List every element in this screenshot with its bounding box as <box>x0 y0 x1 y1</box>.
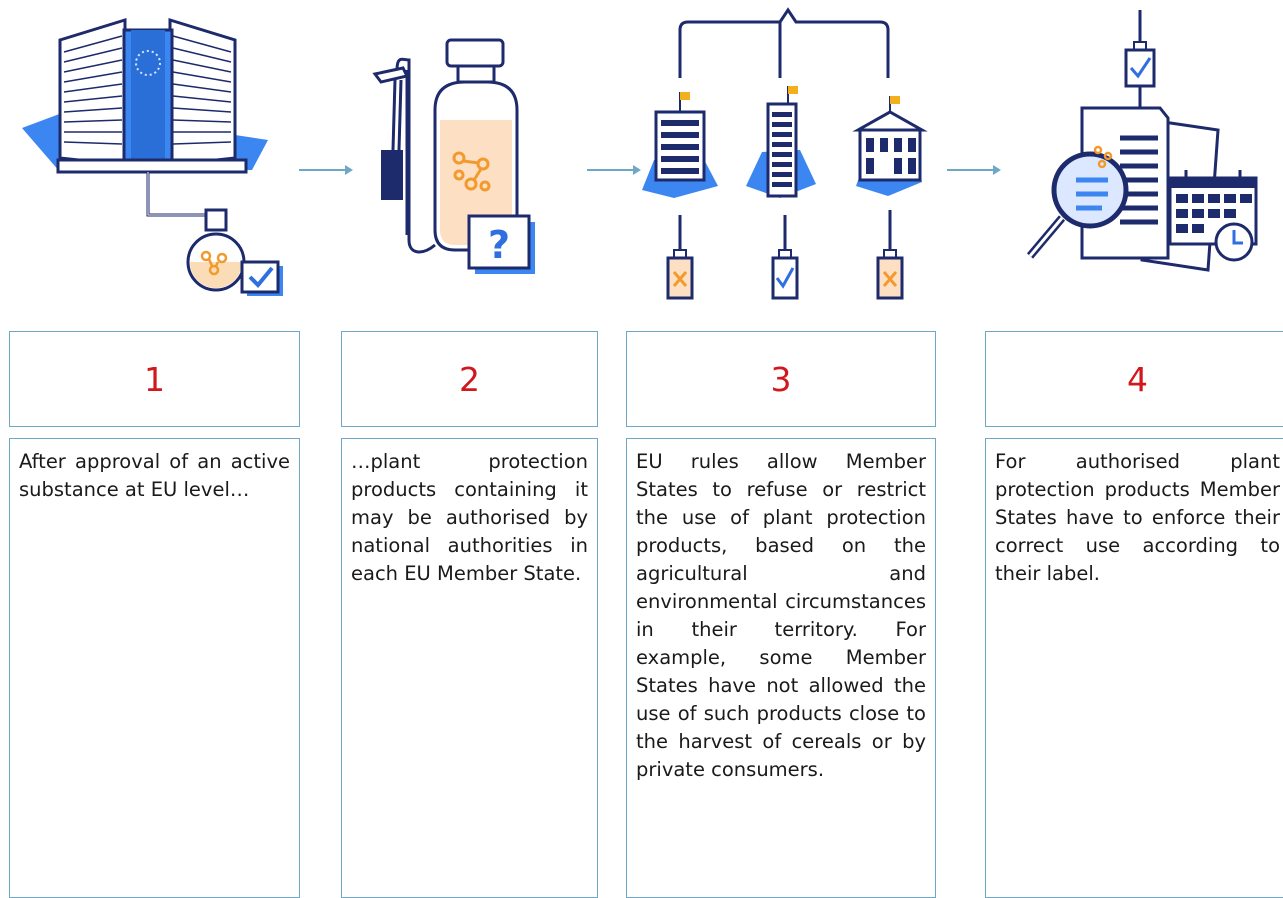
step-number-2: 2 <box>341 331 598 427</box>
step-description-4: For authorised plant protection products… <box>985 438 1283 898</box>
step-number-4: 4 <box>985 331 1283 427</box>
clock-icon <box>1214 222 1254 262</box>
member-state-building-icon <box>642 92 718 198</box>
step-description-1: After approval of an active substance at… <box>9 438 300 898</box>
step-number-3: 3 <box>626 331 936 427</box>
arrow-icon <box>587 165 641 175</box>
approved-label-icon <box>771 215 799 300</box>
illustration-sprayer: ? <box>372 38 535 274</box>
member-state-building-icon <box>852 96 928 196</box>
illustration-eu-approval <box>22 17 283 296</box>
illustration-enforcement <box>1026 10 1258 272</box>
approved-label-icon <box>1124 10 1156 108</box>
question-mark-icon: ? <box>467 214 535 274</box>
arrow-icon <box>299 165 353 175</box>
sprayer-icon <box>372 38 519 254</box>
flask-icon <box>186 208 246 292</box>
arrow-icon <box>947 165 1001 175</box>
step-number-1: 1 <box>9 331 300 427</box>
step-description-3: EU rules allow Member States to refuse o… <box>626 438 936 898</box>
checkbox-icon <box>240 260 283 296</box>
svg-text:?: ? <box>488 223 510 267</box>
magnifier-icon <box>1026 145 1129 259</box>
illustration-member-states <box>642 7 928 300</box>
refused-label-icon <box>876 210 904 300</box>
step-description-2: …plant protection products containing it… <box>341 438 598 898</box>
eu-building-icon <box>22 17 268 174</box>
member-state-building-icon <box>746 86 816 198</box>
refused-label-icon <box>666 215 694 300</box>
